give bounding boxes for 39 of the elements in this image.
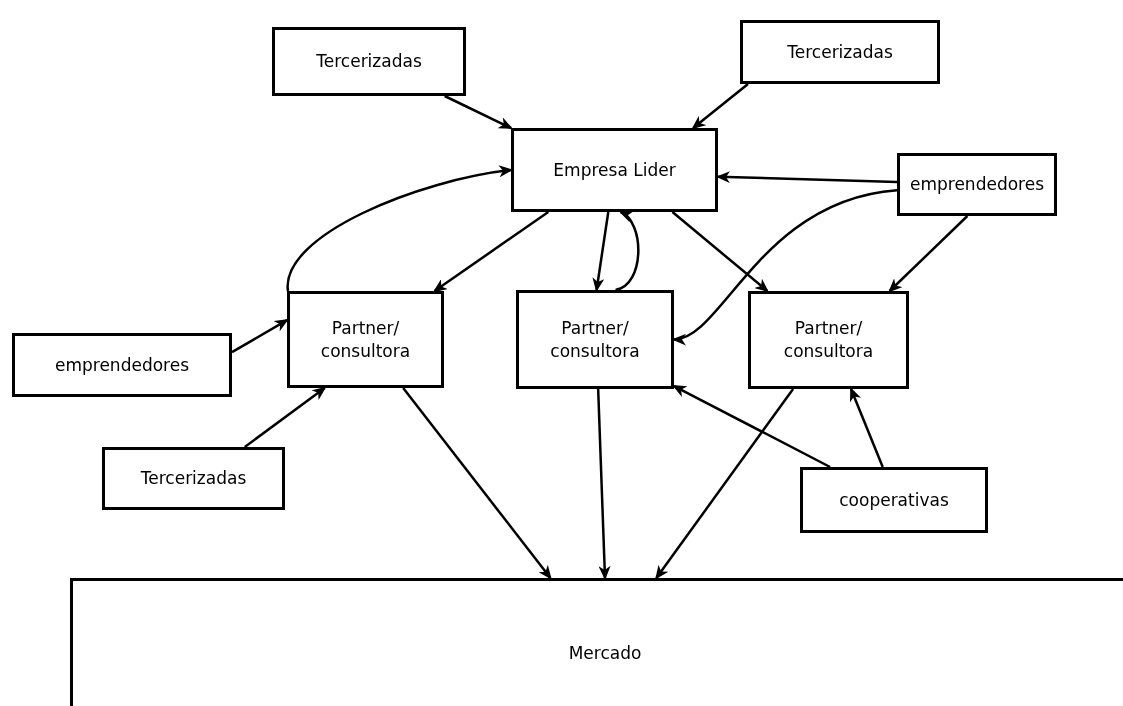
- node-label: Tercerizadas: [140, 467, 247, 490]
- process-box: [287, 291, 444, 388]
- arrow: [655, 388, 795, 580]
- process-box: [70, 578, 1123, 706]
- process-box: [740, 20, 940, 84]
- node-label: emprendedores: [54, 353, 189, 377]
- node-label: Mercado: [568, 641, 642, 665]
- arrow: [286, 165, 513, 292]
- arrow: [672, 188, 898, 343]
- node-label: Partner/ consultora: [549, 316, 641, 363]
- arrow: [849, 387, 884, 468]
- node-label: Tercerizadas: [316, 50, 422, 73]
- arrow: [244, 386, 327, 448]
- process-box: [748, 291, 909, 389]
- process-box: [102, 447, 285, 510]
- process-box: [272, 27, 466, 96]
- arrow: [671, 211, 769, 293]
- process-box: [511, 128, 718, 212]
- arrow: [444, 94, 513, 130]
- arrow: [672, 384, 831, 469]
- node-label: Partner/ consultora: [319, 316, 412, 363]
- arrow: [691, 83, 749, 130]
- node-label: cooperativas: [839, 488, 949, 512]
- arrow: [888, 215, 969, 293]
- node-label: Partner/ consultora: [782, 317, 875, 363]
- process-box: [516, 290, 674, 389]
- arrow: [596, 388, 611, 580]
- process-box: [800, 467, 988, 533]
- arrow: [615, 210, 640, 292]
- arrow: [716, 171, 898, 184]
- arrow: [231, 319, 289, 354]
- process-box: [897, 153, 1057, 216]
- node-label: emprendedores: [909, 173, 1044, 196]
- arrow: [402, 387, 552, 580]
- node-label: Tercerizadas: [787, 40, 893, 64]
- node-label: Empresa Lider: [553, 158, 676, 182]
- arrow: [432, 210, 549, 293]
- process-box: [12, 333, 232, 397]
- arrow: [592, 211, 610, 292]
